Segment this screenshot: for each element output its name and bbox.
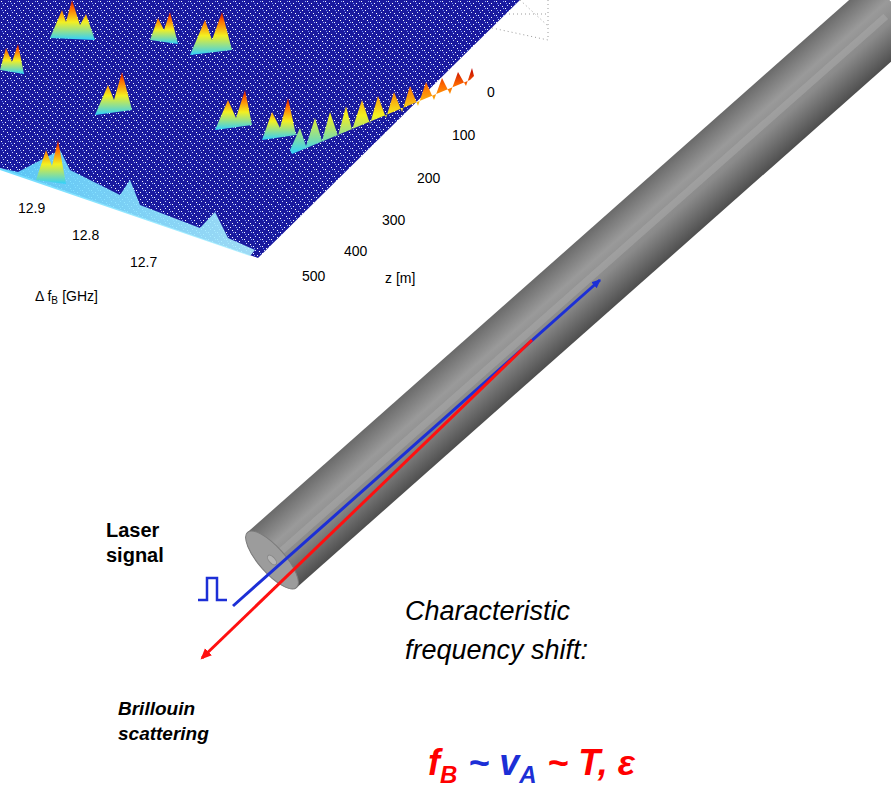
axis-title-text: [GHz] [62,288,98,304]
axis-tick: 12.8 [72,227,99,243]
axis-tick: 100 [452,127,475,143]
axis-tick: 400 [344,243,367,259]
subscript: A [519,761,536,788]
axis-tick-text: 12.9 [18,200,45,216]
surface-band [0,150,255,256]
axis-tick-text: 200 [417,170,440,186]
axis-tick-text: 0 [487,84,495,100]
beam-label: Brillouin scattering [118,697,230,746]
axis-title: z [m] [385,270,415,286]
surface-peaks [0,0,474,184]
beam-label-text: Laser signal [106,519,164,566]
note-text-text: Characteristic frequency shift: [405,596,588,665]
axis-tick: 500 [302,268,325,284]
axis-title: Δ fB [GHz] [35,288,98,306]
axis-tick: 0 [487,84,495,100]
axis-tick: 200 [417,170,440,186]
formula-text: ~ v [468,742,519,783]
axis-tick-text: 400 [344,243,367,259]
beam-label: Laser signal [106,518,206,568]
surface-plot [0,0,548,258]
axis-tick-text: 12.8 [72,227,99,243]
subscript: B [440,761,457,788]
surface-base [0,0,520,258]
axis-title-text: z [m] [385,270,415,286]
axis-tick-text: 300 [382,212,405,228]
formula-text: ~ T, ε [547,742,635,783]
formula: fB ~ vA ~ T, ε [428,742,635,789]
axis-title-text: Δ f [35,288,51,304]
axis-tick-text: 500 [302,268,325,284]
axis-tick: 12.9 [18,200,45,216]
laser-beam [233,280,600,606]
optical-fiber [238,0,891,596]
note-text: Characteristic frequency shift: [405,592,695,670]
axis-tick: 300 [382,212,405,228]
pulse-symbol [198,578,227,600]
axis-tick: 12.7 [130,254,157,270]
axis-tick-text: 12.7 [130,254,157,270]
formula-text: f [428,742,440,783]
beam-label-text: Brillouin scattering [118,698,209,744]
axis-tick-text: 100 [452,127,475,143]
subscript: B [51,295,58,306]
